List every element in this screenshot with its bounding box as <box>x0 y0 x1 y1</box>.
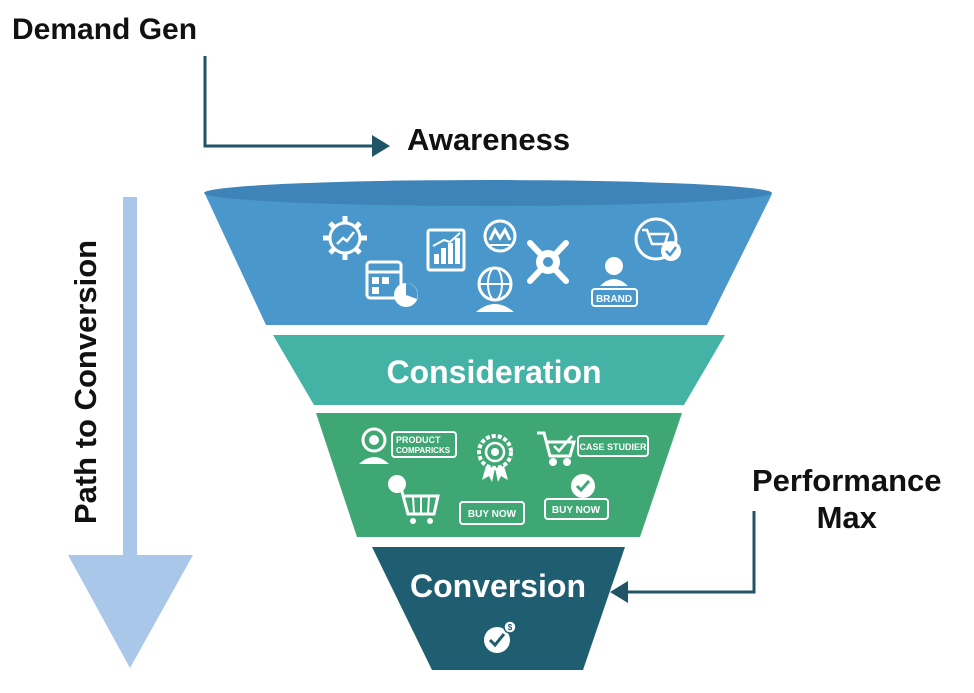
demand-gen-label: Demand Gen <box>12 13 198 46</box>
stage-awareness-rim <box>204 180 772 206</box>
product-comparisons-badge: PRODUCT COMPARICKS <box>391 431 457 458</box>
brand-badge-text: BRAND <box>596 294 632 305</box>
checkmark-icon <box>571 474 595 498</box>
performance-max-line1: Performance <box>752 463 942 498</box>
shopping-cart-icon <box>388 475 440 524</box>
svg-text:$: $ <box>508 623 513 632</box>
awareness-label: Awareness <box>407 122 571 157</box>
stage-awareness <box>204 180 772 325</box>
buy-now-text-2: BUY NOW <box>552 505 601 516</box>
stage-consideration-title: Consideration <box>386 354 601 390</box>
satellite-icon <box>527 240 569 284</box>
path-to-conversion-label: Path to Conversion <box>68 239 103 525</box>
demand-gen-connector <box>203 56 390 157</box>
product-comparisons-line2: COMPARICKS <box>396 446 451 455</box>
marketing-badge-icon <box>483 219 517 253</box>
target-cart-icon <box>634 217 681 261</box>
award-icon <box>477 434 513 482</box>
stage-conversion <box>372 547 625 670</box>
dollar-check-icon: $ <box>484 620 517 653</box>
gear-chart-icon <box>323 216 367 260</box>
stage-conversion-title: Conversion <box>410 568 586 604</box>
buy-now-button-1: BUY NOW <box>459 501 525 525</box>
globe-person-icon <box>476 266 514 312</box>
stage-awareness-body <box>205 194 772 325</box>
user-badge-icon: BRAND <box>591 257 638 307</box>
stage-consideration <box>273 335 725 405</box>
performance-max-connector <box>610 511 756 603</box>
buy-now-text-1: BUY NOW <box>468 509 517 520</box>
buy-now-button-2: BUY NOW <box>544 498 609 520</box>
case-studies-badge: CASE STUDIER <box>577 435 649 457</box>
cart-check-icon <box>537 431 576 466</box>
bar-chart-icon <box>426 228 466 272</box>
path-to-conversion-arrow <box>68 197 193 668</box>
product-comparisons-line1: PRODUCT <box>396 435 441 445</box>
user-icon <box>359 427 389 464</box>
calendar-chart-icon <box>365 260 418 307</box>
performance-max-label: Performance Max <box>752 462 942 536</box>
case-studies-text: CASE STUDIER <box>579 442 647 452</box>
performance-max-line2: Max <box>816 500 877 535</box>
